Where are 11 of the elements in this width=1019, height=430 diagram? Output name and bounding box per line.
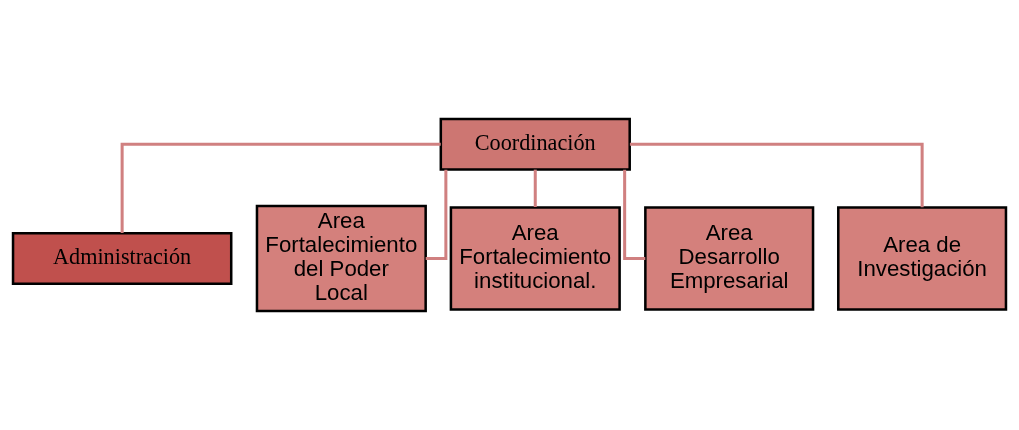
connector (425, 169, 448, 260)
connector (120, 142, 441, 234)
node-box: Area Fortalecimiento institucional. (449, 206, 621, 311)
connector (629, 142, 924, 208)
node-box: Area Desarrollo Empresarial (644, 206, 815, 311)
node-box: Administración (11, 231, 233, 285)
node-box: Coordinación (439, 117, 631, 171)
connector (533, 169, 537, 207)
connector (623, 169, 646, 260)
node-box: Area de Investigación (837, 206, 1008, 311)
node-box: Area Fortalecimiento del Poder Local (255, 204, 427, 313)
